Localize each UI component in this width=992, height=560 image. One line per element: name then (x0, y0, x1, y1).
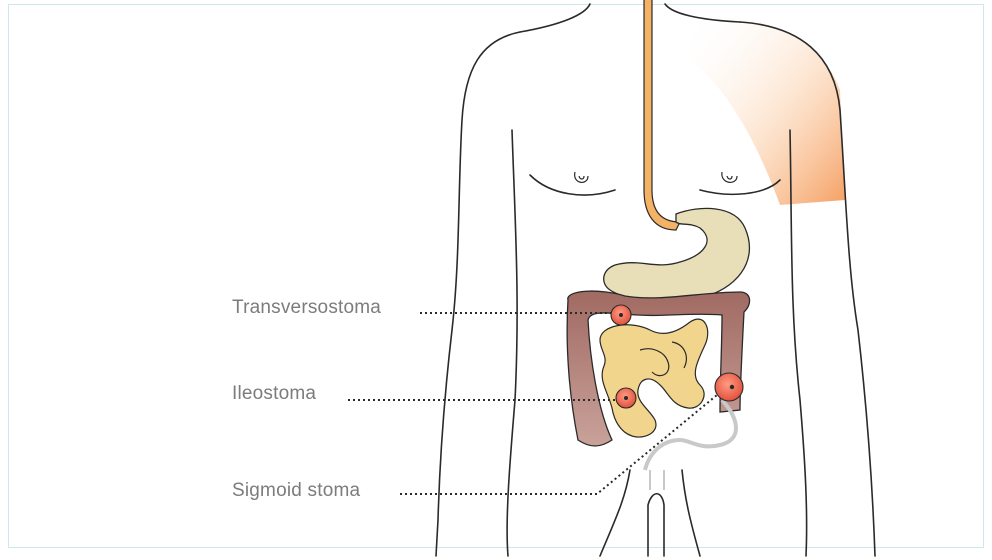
small-intestine (600, 319, 708, 437)
esophagus (644, 0, 680, 230)
chest-left (530, 175, 615, 195)
neck-left (520, 4, 590, 32)
shoulder-highlight (690, 17, 845, 205)
label-sigmoid-stoma: Sigmoid stoma (232, 480, 360, 502)
groin-left (600, 470, 630, 556)
left-torso-side (507, 130, 517, 556)
chest-right (700, 180, 780, 194)
groin-center (648, 494, 664, 556)
leader-sigmoid (400, 395, 717, 494)
groin-right (682, 470, 700, 556)
label-ileostoma: Ileostoma (232, 383, 316, 405)
stomach (604, 208, 750, 301)
label-transversostoma: Transversostoma (232, 297, 381, 319)
nipples (575, 172, 737, 182)
left-shoulder-arm (436, 32, 520, 556)
stoma-sigmoid (715, 373, 743, 401)
